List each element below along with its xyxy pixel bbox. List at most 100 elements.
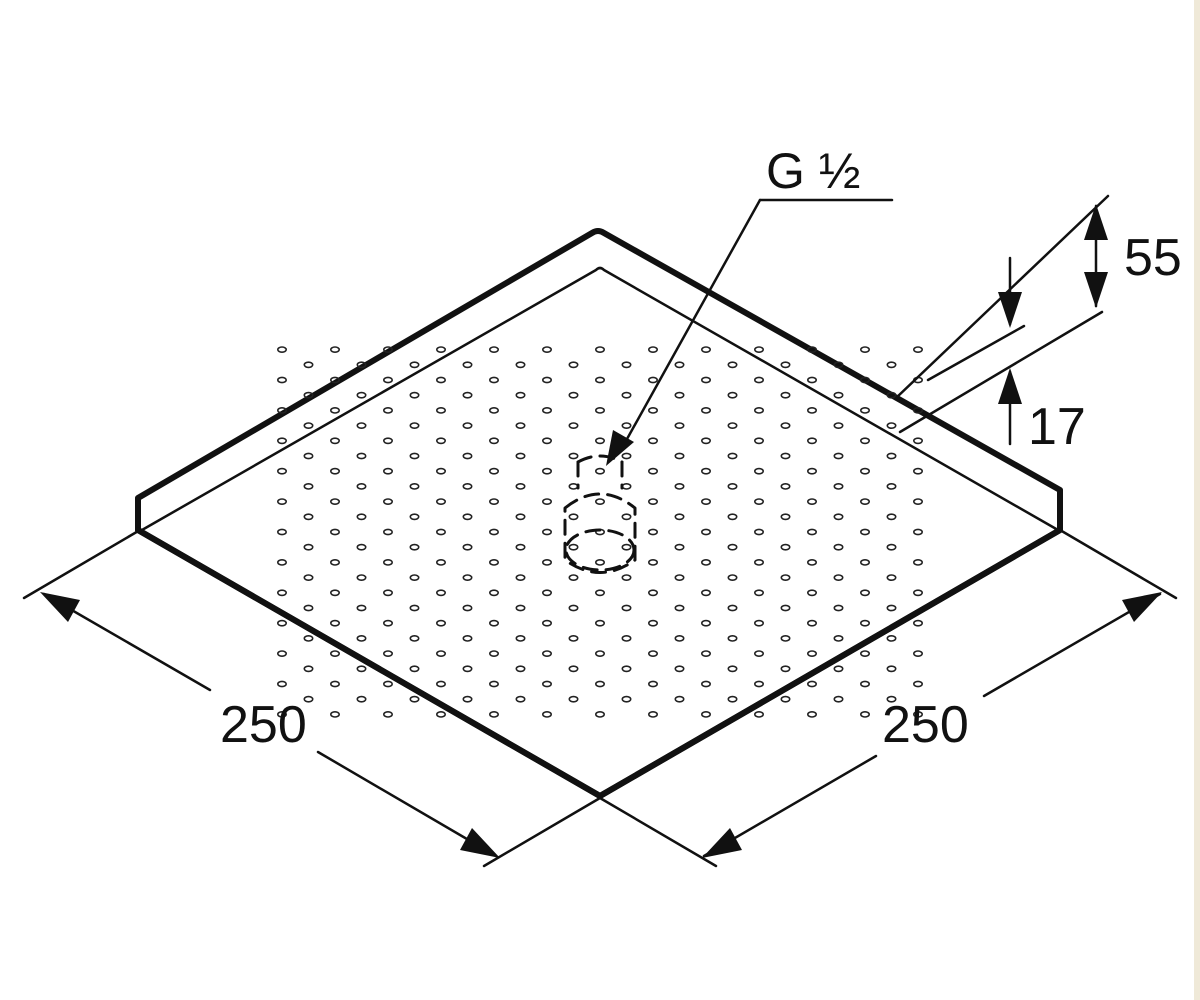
nozzle-hole: [806, 619, 817, 627]
nozzle-hole: [329, 346, 340, 353]
width-dimension-right: [598, 528, 1178, 868]
nozzle-hole: [462, 635, 473, 642]
nozzle-hole: [806, 680, 817, 688]
nozzle-hole: [515, 482, 526, 490]
nozzle-hole: [462, 604, 473, 612]
nozzle-hole: [409, 574, 420, 581]
nozzle-hole: [462, 665, 473, 673]
nozzle-hole: [753, 376, 764, 384]
nozzle-hole: [833, 665, 844, 673]
nozzle-hole: [912, 437, 923, 445]
nozzle-hole: [568, 635, 579, 642]
nozzle-hole: [780, 482, 791, 490]
nozzle-hole: [568, 422, 579, 429]
nozzle-hole: [303, 361, 314, 369]
nozzle-hole: [674, 574, 685, 581]
nozzle-hole: [912, 528, 923, 536]
nozzle-hole: [462, 361, 473, 369]
nozzle-hole: [621, 665, 632, 673]
nozzle-hole: [647, 589, 658, 597]
nozzle-hole: [515, 543, 526, 551]
nozzle-hole: [488, 467, 499, 475]
nozzle-hole: [780, 422, 791, 429]
nozzle-hole: [329, 528, 340, 536]
nozzle-hole: [674, 422, 685, 429]
nozzle-hole: [727, 604, 738, 612]
nozzle-hole: [329, 589, 340, 597]
nozzle-hole: [382, 406, 393, 414]
nozzle-hole: [409, 452, 420, 460]
nozzle-hole: [594, 498, 605, 505]
nozzle-hole: [806, 528, 817, 536]
nozzle-hole: [806, 346, 817, 353]
nozzle-hole: [886, 391, 897, 399]
nozzle-hole: [276, 406, 287, 414]
nozzle-hole: [303, 695, 314, 703]
nozzle-hole: [435, 406, 446, 414]
nozzle-hole: [753, 650, 764, 657]
plate-inner-outline: [140, 266, 1060, 532]
nozzle-hole: [462, 695, 473, 703]
nozzle-hole: [727, 695, 738, 703]
nozzle-hole: [647, 680, 658, 688]
nozzle-hole: [356, 604, 367, 612]
hidden-connection: [563, 454, 637, 574]
nozzle-hole: [356, 695, 367, 703]
nozzle-hole: [647, 376, 658, 384]
nozzle-hole: [541, 559, 552, 566]
nozzle-hole: [647, 437, 658, 445]
nozzle-hole: [462, 422, 473, 429]
nozzle-hole: [700, 437, 711, 445]
nozzle-hole: [806, 498, 817, 505]
nozzle-hole: [886, 513, 897, 521]
nozzle-hole: [435, 589, 446, 597]
nozzle-hole: [833, 452, 844, 460]
nozzle-hole: [541, 406, 552, 414]
nozzle-hole: [435, 528, 446, 536]
nozzle-hole: [276, 528, 287, 536]
nozzle-hole: [409, 482, 420, 490]
nozzle-hole: [780, 391, 791, 399]
nozzle-hole: [594, 619, 605, 627]
nozzle-hole: [382, 559, 393, 566]
nozzle-hole: [462, 482, 473, 490]
nozzle-hole: [700, 650, 711, 657]
nozzle-hole: [753, 437, 764, 445]
nozzle-hole: [303, 422, 314, 429]
nozzle-hole: [515, 695, 526, 703]
nozzle-hole: [382, 467, 393, 475]
nozzle-hole: [780, 513, 791, 521]
nozzle-hole: [276, 376, 287, 384]
nozzle-hole: [753, 406, 764, 414]
nozzle-hole: [356, 452, 367, 460]
nozzle-hole: [409, 635, 420, 642]
nozzle-hole: [621, 574, 632, 581]
nozzle-hole: [833, 422, 844, 429]
nozzle-hole: [435, 619, 446, 627]
nozzle-hole: [753, 346, 764, 353]
nozzle-hole: [488, 559, 499, 566]
nozzle-hole: [674, 604, 685, 612]
nozzle-hole: [488, 680, 499, 688]
nozzle-hole: [276, 711, 287, 718]
nozzle-hole: [541, 619, 552, 627]
nozzle-hole: [700, 619, 711, 627]
nozzle-hole: [568, 604, 579, 612]
nozzle-hole: [276, 559, 287, 566]
nozzle-hole: [859, 346, 870, 353]
nozzle-hole: [594, 346, 605, 353]
nozzle-hole: [886, 695, 897, 703]
nozzle-hole: [409, 695, 420, 703]
nozzle-hole: [409, 604, 420, 612]
nozzle-hole: [329, 559, 340, 566]
nozzle-hole: [488, 346, 499, 353]
nozzle-hole: [833, 695, 844, 703]
nozzle-hole: [541, 346, 552, 353]
nozzle-hole: [859, 498, 870, 505]
nozzle-hole: [700, 528, 711, 536]
nozzle-hole: [435, 346, 446, 353]
nozzle-hole: [382, 498, 393, 505]
width-left-label: 250: [220, 696, 307, 754]
nozzle-hole: [515, 665, 526, 673]
nozzle-hole: [594, 467, 605, 475]
